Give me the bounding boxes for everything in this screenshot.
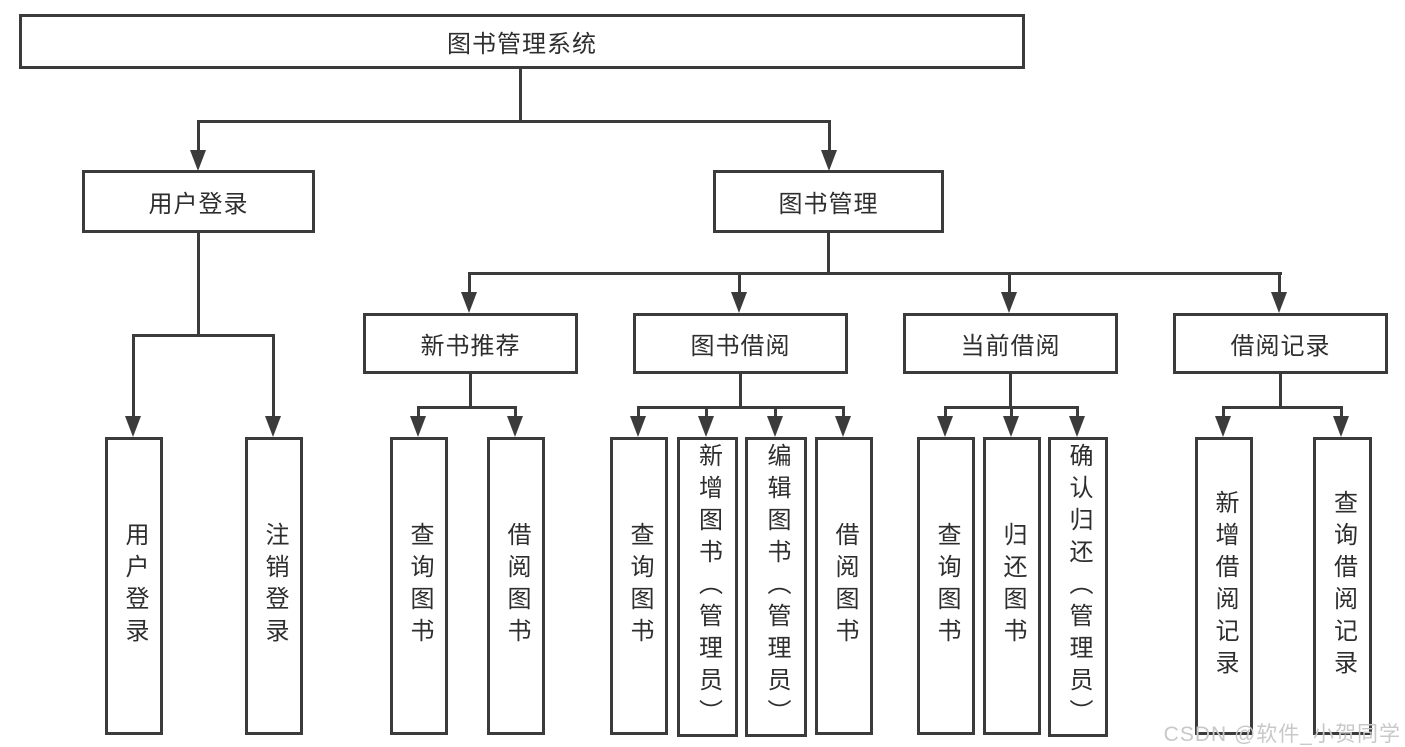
node-label: 图书管理	[778, 191, 879, 218]
node-book-borrowing: 图书借阅	[633, 313, 848, 374]
connector-line	[1340, 406, 1343, 419]
arrow-down-icon	[835, 416, 851, 437]
leaf-query-books-recommend: 查询图书	[390, 437, 448, 735]
watermark: CSDN @软件_小贺同学	[1163, 723, 1401, 746]
connector-line	[637, 406, 640, 419]
leaf-query-books-borrowing: 查询图书	[610, 437, 668, 735]
leaf-user-login: 用户登录	[105, 437, 163, 735]
node-label: 确认归还（管理员）	[1065, 443, 1092, 731]
node-label: 新增图书（管理员）	[694, 443, 722, 731]
node-label: 借阅图书	[831, 522, 858, 650]
connector-line	[272, 334, 275, 418]
connector-line	[197, 120, 831, 123]
leaf-query-books-current: 查询图书	[917, 437, 975, 735]
node-library-management-system: 图书管理系统	[19, 14, 1025, 69]
node-label: 查询图书	[626, 522, 653, 650]
connector-line	[739, 374, 742, 409]
connector-line	[842, 406, 845, 419]
node-label: 用户登录	[148, 191, 249, 218]
node-label: 归还图书	[999, 522, 1026, 650]
connector-line	[514, 406, 517, 419]
connector-line	[1222, 406, 1225, 419]
node-current-borrowing: 当前借阅	[903, 313, 1118, 374]
connector-line	[944, 406, 947, 419]
connector-line	[468, 272, 471, 295]
leaf-return-books: 归还图书	[983, 437, 1041, 735]
connector-line	[468, 272, 1282, 275]
arrow-down-icon	[1069, 416, 1085, 437]
arrow-down-icon	[767, 416, 783, 437]
leaf-add-borrow-record: 新增借阅记录	[1195, 437, 1253, 735]
arrow-down-icon	[731, 292, 747, 313]
leaf-confirm-return-admin: 确认归还（管理员）	[1048, 437, 1108, 737]
node-book-management: 图书管理	[713, 170, 944, 233]
connector-line	[417, 406, 420, 419]
arrow-down-icon	[125, 416, 141, 437]
connector-line	[637, 406, 845, 409]
connector-line	[417, 406, 517, 409]
node-borrowing-records: 借阅记录	[1173, 313, 1388, 374]
connector-line	[774, 406, 777, 419]
leaf-borrow-books: 借阅图书	[815, 437, 873, 735]
leaf-query-borrow-record: 查询借阅记录	[1313, 437, 1372, 735]
leaf-add-books-admin: 新增图书（管理员）	[677, 437, 738, 737]
connector-line	[1008, 272, 1011, 295]
connector-line	[197, 233, 200, 336]
node-label: 图书管理系统	[447, 31, 597, 58]
connector-line	[828, 120, 831, 153]
node-label: 借阅记录	[1230, 333, 1331, 360]
arrow-down-icon	[190, 150, 206, 171]
arrow-down-icon	[937, 416, 953, 437]
arrow-down-icon	[1333, 416, 1349, 437]
node-label: 查询借阅记录	[1329, 490, 1357, 682]
connector-line	[132, 334, 275, 337]
connector-line	[1010, 406, 1013, 419]
arrow-down-icon	[1271, 292, 1287, 313]
connector-line	[519, 67, 522, 121]
node-label: 当前借阅	[960, 333, 1061, 360]
node-label: 新书推荐	[420, 333, 521, 360]
arrow-down-icon	[821, 150, 837, 171]
node-user-login: 用户登录	[82, 170, 315, 233]
node-label: 图书借阅	[690, 333, 791, 360]
arrow-down-icon	[461, 292, 477, 313]
connector-line	[1009, 374, 1012, 409]
node-label: 新增借阅记录	[1211, 490, 1238, 682]
arrow-down-icon	[630, 416, 646, 437]
leaf-logout: 注销登录	[245, 437, 303, 735]
node-label: 借阅图书	[503, 522, 530, 650]
connector-line	[1076, 406, 1079, 419]
arrow-down-icon	[698, 416, 714, 437]
node-new-book-recommendation: 新书推荐	[363, 313, 578, 374]
connector-line	[705, 406, 708, 419]
arrow-down-icon	[410, 416, 426, 437]
connector-line	[469, 374, 472, 409]
arrow-down-icon	[265, 416, 281, 437]
arrow-down-icon	[1001, 292, 1017, 313]
leaf-edit-books-admin: 编辑图书（管理员）	[745, 437, 807, 737]
connector-line	[1279, 374, 1282, 409]
node-label: 编辑图书（管理员）	[763, 443, 790, 731]
arrow-down-icon	[1003, 416, 1019, 437]
node-label: 注销登录	[261, 522, 288, 650]
connector-line	[827, 233, 830, 274]
arrow-down-icon	[507, 416, 523, 437]
leaf-borrow-books-recommend: 借阅图书	[487, 437, 545, 735]
connector-line	[132, 334, 135, 418]
node-label: 查询图书	[406, 522, 433, 650]
connector-line	[1278, 272, 1281, 295]
arrow-down-icon	[1215, 416, 1231, 437]
node-label: 查询图书	[933, 522, 960, 650]
connector-line	[738, 272, 741, 295]
connector-line	[1222, 406, 1343, 409]
node-label: 用户登录	[121, 522, 148, 650]
connector-line	[197, 120, 200, 153]
